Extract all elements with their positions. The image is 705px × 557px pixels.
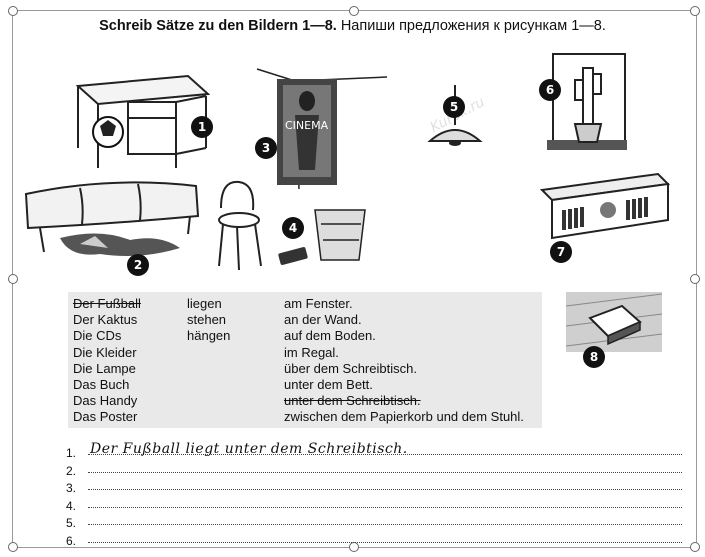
line-number: 5. (66, 516, 77, 531)
verbs-column: liegen stehen hängen (187, 296, 230, 345)
subject-item: Die CDs (73, 328, 122, 344)
place-item: über dem Schreibtisch. (284, 360, 417, 376)
dotted-rule (88, 541, 682, 543)
answer-line[interactable]: 2. (62, 458, 682, 478)
badge-7: 7 (550, 241, 572, 263)
subject-item: Das Poster (73, 409, 138, 425)
places-column: am Fenster. an der Wand. auf dem Boden. … (284, 296, 524, 426)
badge-8: 8 (583, 346, 605, 368)
badge-3: 3 (255, 137, 277, 159)
badge-1: 1 (191, 116, 213, 138)
resize-handle[interactable] (8, 542, 18, 552)
line-number: 3. (66, 481, 77, 496)
answer-line[interactable]: 1. Der Fußball liegt unter dem Schreibti… (62, 440, 682, 460)
badge-2: 2 (127, 254, 149, 276)
subject-item: Die Lampe (73, 360, 136, 376)
subject-item: Das Buch (73, 377, 130, 393)
title-german: Schreib Sätze zu den Bildern 1—8. (99, 18, 337, 34)
svg-text:CINEMA: CINEMA (285, 119, 329, 132)
answer-line[interactable]: 6. (62, 528, 682, 548)
shelf-with-cds-icon (539, 172, 671, 240)
book-on-floor-icon (566, 292, 662, 352)
resize-handle[interactable] (8, 274, 18, 284)
poster-on-wall-icon: CINEMA (256, 68, 388, 190)
subjects-column: Der Fußball Der Kaktus Die CDs Die Kleid… (73, 296, 141, 426)
verb-item: stehen (187, 312, 227, 328)
place-item: an der Wand. (284, 312, 362, 328)
line-number: 6. (66, 533, 77, 548)
word-table-background (68, 292, 542, 428)
dotted-rule (88, 506, 682, 508)
badge-5: 5 (443, 96, 465, 118)
dotted-rule (88, 524, 682, 526)
resize-handle[interactable] (690, 274, 700, 284)
resize-handle[interactable] (690, 6, 700, 16)
line-number: 2. (66, 463, 77, 478)
badge-4: 4 (282, 217, 304, 239)
phone-chair-basket-icon (218, 180, 366, 271)
desk-with-ball-icon (75, 74, 210, 168)
place-item: auf dem Boden. (284, 328, 376, 344)
dotted-rule (88, 454, 682, 455)
subject-item: Der Fußball (73, 296, 141, 311)
place-item: am Fenster. (284, 296, 353, 311)
subject-item: Der Kaktus (73, 312, 138, 328)
line-number: 1. (66, 446, 77, 460)
badge-6: 6 (539, 79, 561, 101)
resize-handle[interactable] (349, 6, 359, 16)
cactus-on-windowsill-icon (547, 53, 627, 150)
dotted-rule (88, 471, 682, 473)
place-item: im Regal. (284, 344, 339, 360)
dotted-rule (88, 489, 682, 491)
answer-lines: 1. Der Fußball liegt unter dem Schreibti… (62, 440, 682, 548)
place-item: unter dem Schreibtisch. (284, 393, 421, 409)
exercise-title: Schreib Sätze zu den Bildern 1—8. Напиши… (0, 18, 705, 34)
verb-item: hängen (187, 328, 231, 344)
handwritten-answer: Der Fußball liegt unter dem Schreibtisch… (90, 441, 408, 457)
subject-item: Das Handy (73, 393, 138, 409)
title-russian: Напиши предложения к рисункам 1—8. (340, 18, 606, 34)
answer-line[interactable]: 4. (62, 493, 682, 513)
subject-item: Die Kleider (73, 344, 137, 360)
line-number: 4. (66, 498, 77, 513)
verb-item: liegen (187, 296, 222, 311)
resize-handle[interactable] (8, 6, 18, 16)
place-item: unter dem Bett. (284, 377, 373, 393)
resize-handle[interactable] (690, 542, 700, 552)
answer-line[interactable]: 3. (62, 475, 682, 496)
bed-with-clothes-icon (24, 181, 200, 256)
place-item: zwischen dem Papierkorb und dem Stuhl. (284, 409, 524, 425)
answer-line[interactable]: 5. (62, 510, 682, 531)
